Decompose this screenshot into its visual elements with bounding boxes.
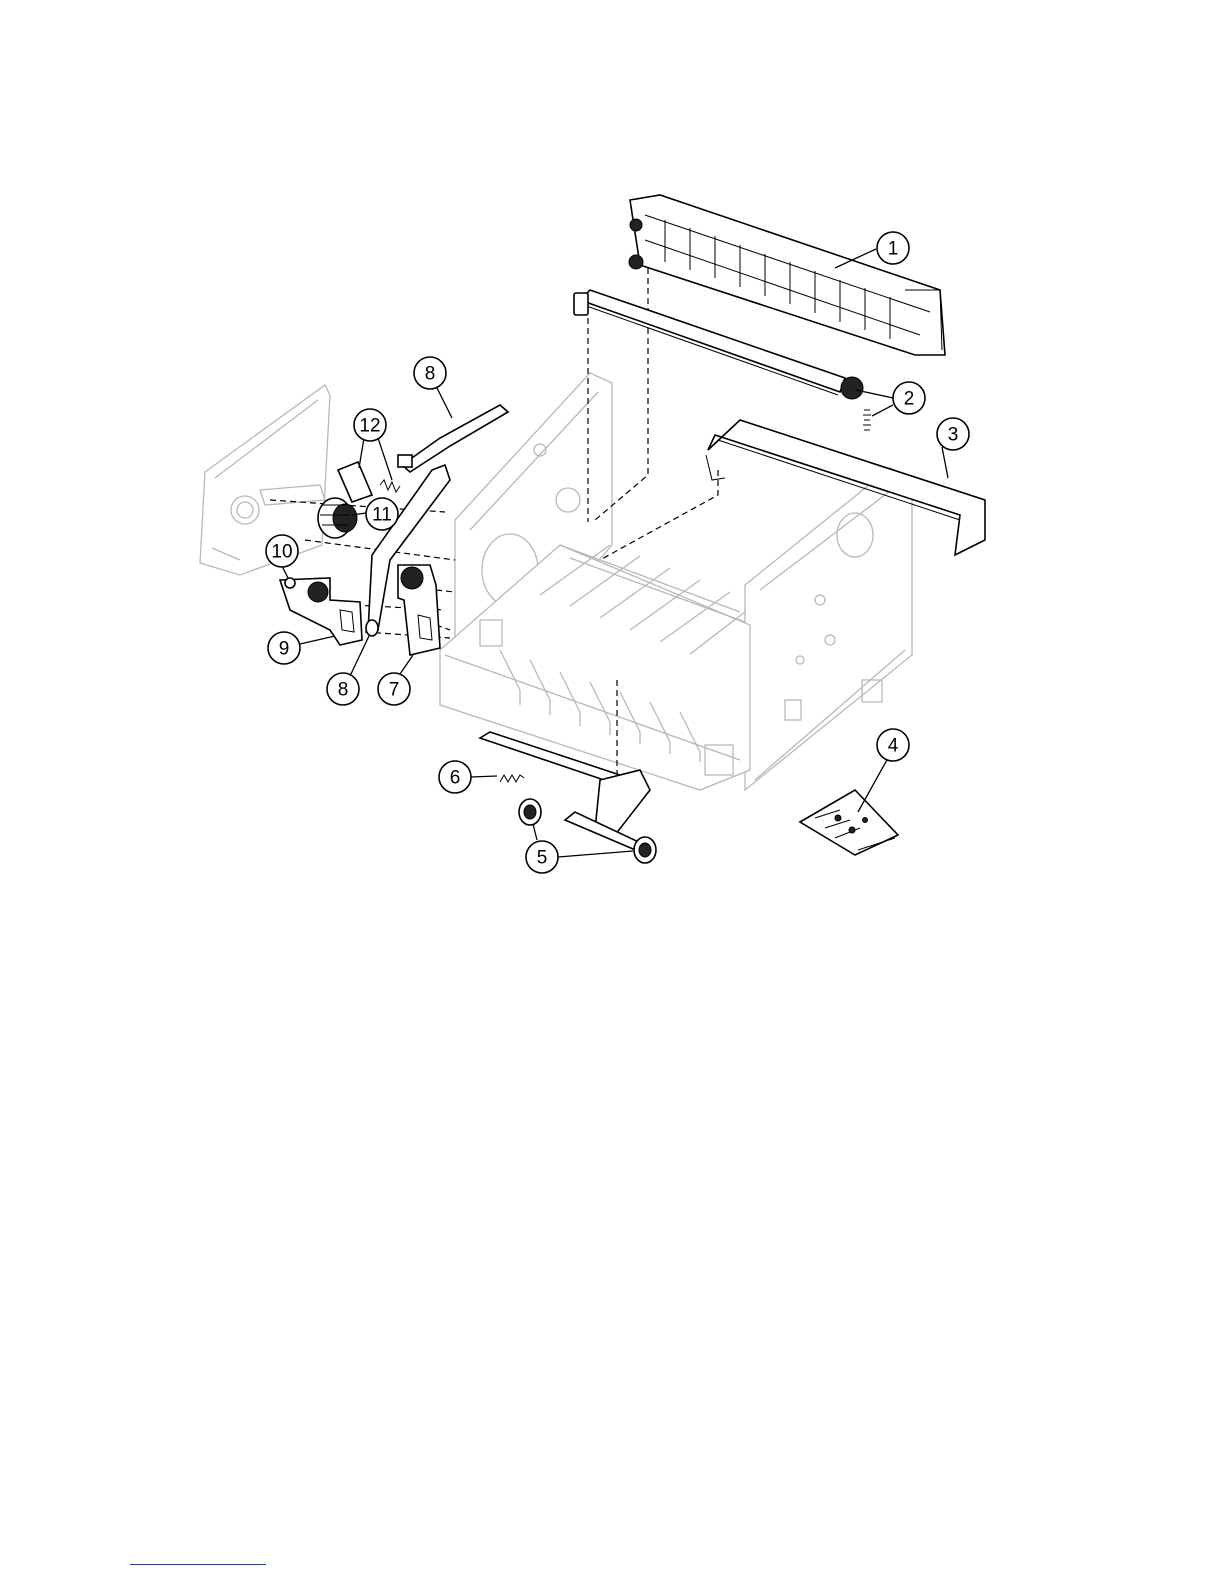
- callout-3-label: 3: [948, 425, 959, 446]
- callout-4-label: 4: [888, 736, 899, 757]
- callout-12: 12: [354, 409, 386, 441]
- callout-1: 1: [877, 232, 909, 264]
- callout-2-label: 2: [904, 389, 915, 410]
- callout-5-label: 5: [537, 848, 548, 869]
- callout-10-label: 10: [271, 542, 292, 563]
- callout-5: 5: [526, 841, 558, 873]
- callout-2: 2: [893, 382, 925, 414]
- callout-6-label: 6: [450, 768, 461, 789]
- callout-1-label: 1: [888, 239, 899, 260]
- part-hardware-kit: [800, 790, 898, 855]
- callout-4: 4: [877, 729, 909, 761]
- callout-3: 3: [937, 418, 969, 450]
- callout-8-bottom-label: 8: [338, 680, 349, 701]
- callout-7-label: 7: [389, 680, 400, 701]
- callout-7: 7: [378, 673, 410, 705]
- callout-11-label: 11: [372, 505, 392, 526]
- callout-9: 9: [268, 632, 300, 664]
- part-gear-bracket-7: [398, 565, 440, 655]
- part-spring-6: [500, 775, 524, 782]
- callout-10: 10: [266, 535, 298, 567]
- part-sleeve-spring: [338, 462, 400, 502]
- callout-6: 6: [439, 761, 471, 793]
- part-clutch-gear: [318, 498, 357, 538]
- footer-rule: [130, 1564, 266, 1565]
- callout-8-top: 8: [414, 357, 446, 389]
- callout-12-label: 12: [359, 416, 380, 437]
- callout-8-bottom: 8: [327, 673, 359, 705]
- part-gear-10: [285, 578, 295, 588]
- callout-8-top-label: 8: [425, 364, 436, 385]
- callout-11: 11: [366, 498, 398, 530]
- callout-9-label: 9: [279, 639, 290, 660]
